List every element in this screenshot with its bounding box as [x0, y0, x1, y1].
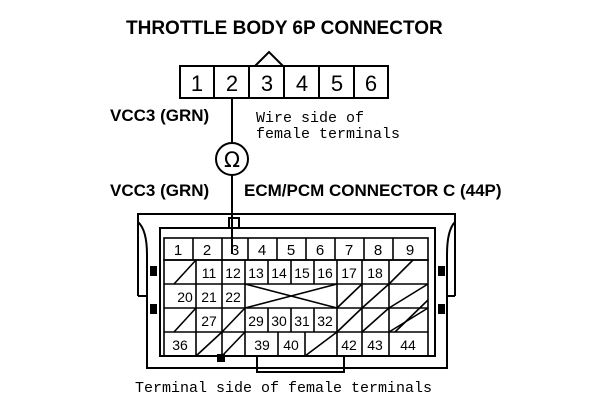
ecm-pin-36: 36 — [172, 337, 188, 353]
ecm-connector-title: ECM/PCM CONNECTOR C (44P) — [244, 181, 502, 200]
ecm-pin-44: 44 — [400, 337, 416, 353]
ohm-symbol: Ω — [224, 148, 240, 172]
ecm-pin-12: 12 — [225, 265, 241, 281]
ecm-pin-32: 32 — [317, 313, 333, 329]
ecm-pin-8: 8 — [374, 242, 382, 259]
ecm-pin-30: 30 — [271, 313, 287, 329]
ecm-pin-43: 43 — [367, 337, 383, 353]
ecm-pin-27: 27 — [201, 313, 217, 329]
ecm-pin-1: 1 — [174, 242, 182, 259]
ecm-pin-31: 31 — [294, 313, 310, 329]
ecm-pin-6: 6 — [316, 242, 324, 259]
throttle-pin-2: 2 — [226, 71, 238, 96]
ecm-pin-29: 29 — [248, 313, 264, 329]
wire-side-note-1: Wire side of — [256, 110, 364, 127]
ecm-pin-grid — [163, 237, 429, 357]
ecm-connector-shell — [137, 213, 456, 373]
ecm-side-clips — [150, 266, 445, 362]
ecm-pin-3: 3 — [231, 242, 239, 259]
ecm-pin-17: 17 — [341, 265, 357, 281]
throttle-pin-5: 5 — [331, 71, 343, 96]
ecm-pin-4: 4 — [258, 242, 266, 259]
throttle-pin-4: 4 — [296, 71, 308, 96]
ecm-pin-39: 39 — [254, 337, 270, 353]
throttle-pin-1: 1 — [191, 71, 203, 96]
ecm-pin-13: 13 — [248, 265, 264, 281]
throttle-connector-title: THROTTLE BODY 6P CONNECTOR — [126, 18, 443, 39]
ecm-pin-21: 21 — [201, 289, 217, 305]
ecm-pin-22: 22 — [225, 289, 241, 305]
ecm-pin-14: 14 — [271, 265, 287, 281]
ecm-pin-7: 7 — [345, 242, 353, 259]
ecm-pin-15: 15 — [294, 265, 310, 281]
ecm-pin-18: 18 — [367, 265, 383, 281]
ecm-wire-label: VCC3 (GRN) — [110, 181, 209, 200]
throttle-connector — [179, 50, 389, 99]
ecm-pin-11: 11 — [202, 265, 217, 281]
ecm-pin-42: 42 — [341, 337, 357, 353]
ecm-pin-9: 9 — [406, 242, 414, 259]
ecm-pin-labels: 1 2 3 4 5 6 7 8 9 11 12 13 14 15 16 17 1… — [172, 242, 416, 353]
terminal-side-note: Terminal side of female terminals — [135, 380, 432, 397]
test-lead — [215, 98, 249, 254]
throttle-pin-3: 3 — [261, 71, 273, 96]
throttle-pin-6: 6 — [365, 71, 377, 96]
ecm-pin-16: 16 — [317, 265, 333, 281]
throttle-pin-labels: 1 2 3 4 5 6 — [191, 71, 377, 96]
wire-side-note-2: female terminals — [256, 126, 400, 143]
ecm-pin-2: 2 — [203, 242, 211, 259]
throttle-wire-label: VCC3 (GRN) — [110, 106, 209, 125]
ecm-pin-20: 20 — [177, 289, 193, 305]
ecm-pin-5: 5 — [287, 242, 295, 259]
ecm-pin-40: 40 — [283, 337, 299, 353]
